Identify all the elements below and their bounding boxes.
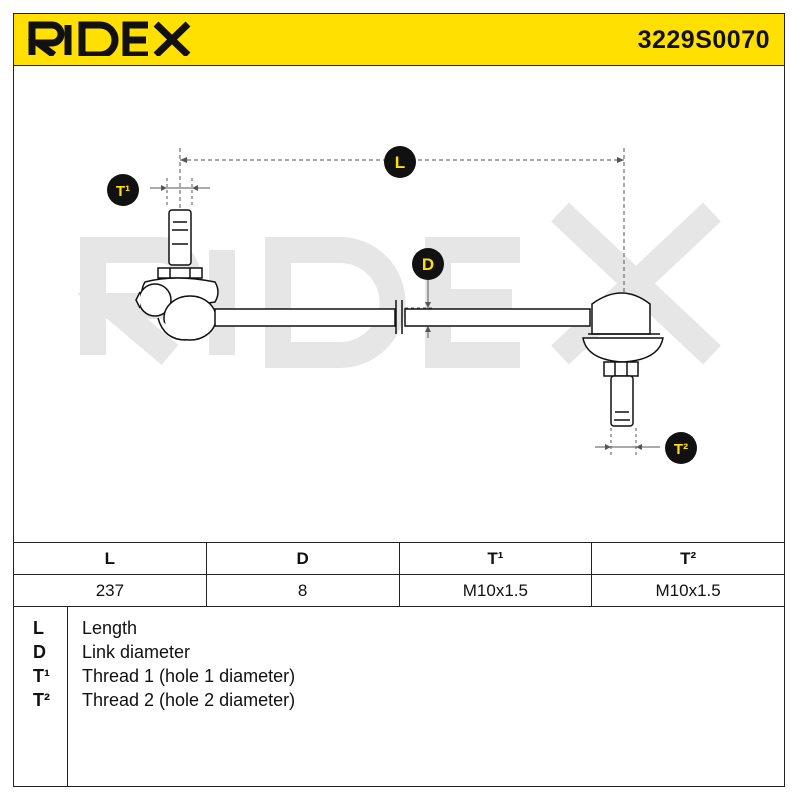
label-d: D [422, 255, 434, 274]
part-number: 3229S0070 [637, 26, 770, 54]
header-t1: T¹ [398, 542, 593, 575]
legend-description: Length [82, 618, 138, 638]
label-d-badge: D [412, 248, 444, 280]
dimensions-table: L D T¹ T² 237 8 M10x1.5 M10x1.5 [13, 542, 785, 607]
header-l: L [13, 542, 207, 575]
legend-description: Thread 1 (hole 1 diameter) [82, 666, 296, 686]
right-ball-joint [582, 292, 664, 427]
legend: L Length D Link diameter T¹ Thread 1 (ho… [13, 606, 785, 787]
label-t2-badge: T² [665, 432, 697, 464]
header-t2: T² [591, 542, 785, 575]
label-t1-badge: T¹ [107, 174, 139, 206]
label-l: L [395, 153, 405, 172]
legend-symbol: D [33, 642, 46, 662]
value-t1: M10x1.5 [398, 574, 593, 607]
header-d: D [205, 542, 400, 575]
link-rod [214, 300, 591, 334]
value-l: 237 [13, 574, 207, 607]
legend-symbol: T¹ [33, 666, 50, 686]
legend-symbol: L [33, 618, 44, 638]
legend-description: Link diameter [82, 642, 191, 662]
legend-description: Thread 2 (hole 2 diameter) [82, 690, 296, 710]
legend-symbol: T² [33, 690, 50, 710]
legend-divider [67, 606, 68, 787]
ridex-logo [27, 20, 193, 61]
dimension-line-l [179, 148, 625, 300]
technical-drawing: L T¹ D [13, 66, 785, 542]
label-t1: T¹ [116, 183, 130, 200]
value-d: 8 [205, 574, 400, 607]
dimension-line-t1 [150, 178, 210, 205]
table-header-row: L D T¹ T² [13, 542, 785, 575]
label-t2: T² [674, 441, 688, 458]
left-ball-joint [135, 209, 219, 341]
dimension-line-t2 [595, 428, 660, 458]
value-t2: M10x1.5 [591, 574, 785, 607]
table-value-row: 237 8 M10x1.5 M10x1.5 [13, 574, 785, 607]
label-l-badge: L [384, 146, 416, 178]
